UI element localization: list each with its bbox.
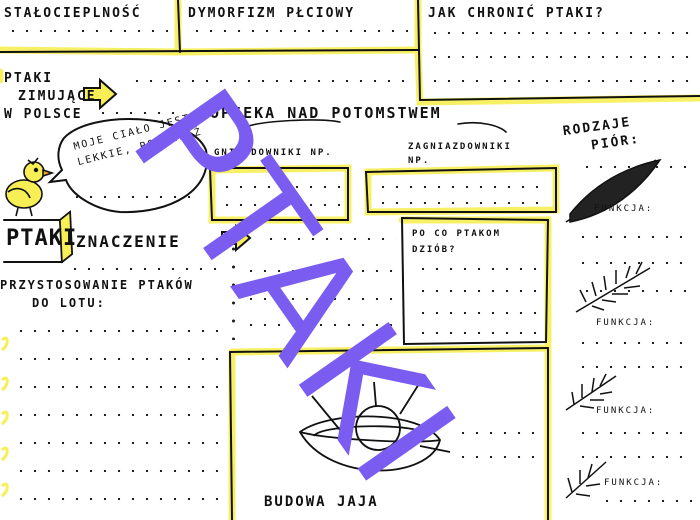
header-jak-chronic: JAK CHRONIĆ PTAKI? [428,6,605,21]
gniazdowniki-label: GNIAZDOWNIKI NP. [214,148,333,158]
egg-diagram [298,375,451,472]
funkcja-label-1: FUNKCJA: [594,204,654,214]
feather-drawings [565,158,662,499]
znaczenie-label: ZNACZENIE [76,232,181,251]
ptaki-box-label: PTAKI [6,226,78,251]
header-dymorfizm: DYMORFIZM PŁCIOWY [188,6,356,21]
header-stalocieplnosc: STAŁOCIEPLNOŚĆ [4,6,142,21]
ptaki-zimujace-label: PTAKI ZIMUJĄCE W POLSCE [4,71,97,122]
funkcja-label-2: FUNKCJA: [596,318,656,328]
bullet-leaves [0,336,9,498]
opieka-label: OPIEKA NAD POTOMSTWEM [210,104,442,122]
zagniazdowniki-label: ZAGNIAZDOWNIKI NP. [408,142,512,166]
bird-doodle [5,157,55,217]
budowa-jaja-label: BUDOWA JAJA [264,494,379,510]
funkcja-label-3: FUNKCJA: [596,406,656,416]
przystosowanie-label: PRZYSTOSOWANIE PTAKÓW DO LOTU: [0,278,194,310]
funkcja-label-4: FUNKCJA: [604,478,664,488]
po-co-dziob-label: PO CO PTAKOM DZIÓB? [412,229,502,255]
